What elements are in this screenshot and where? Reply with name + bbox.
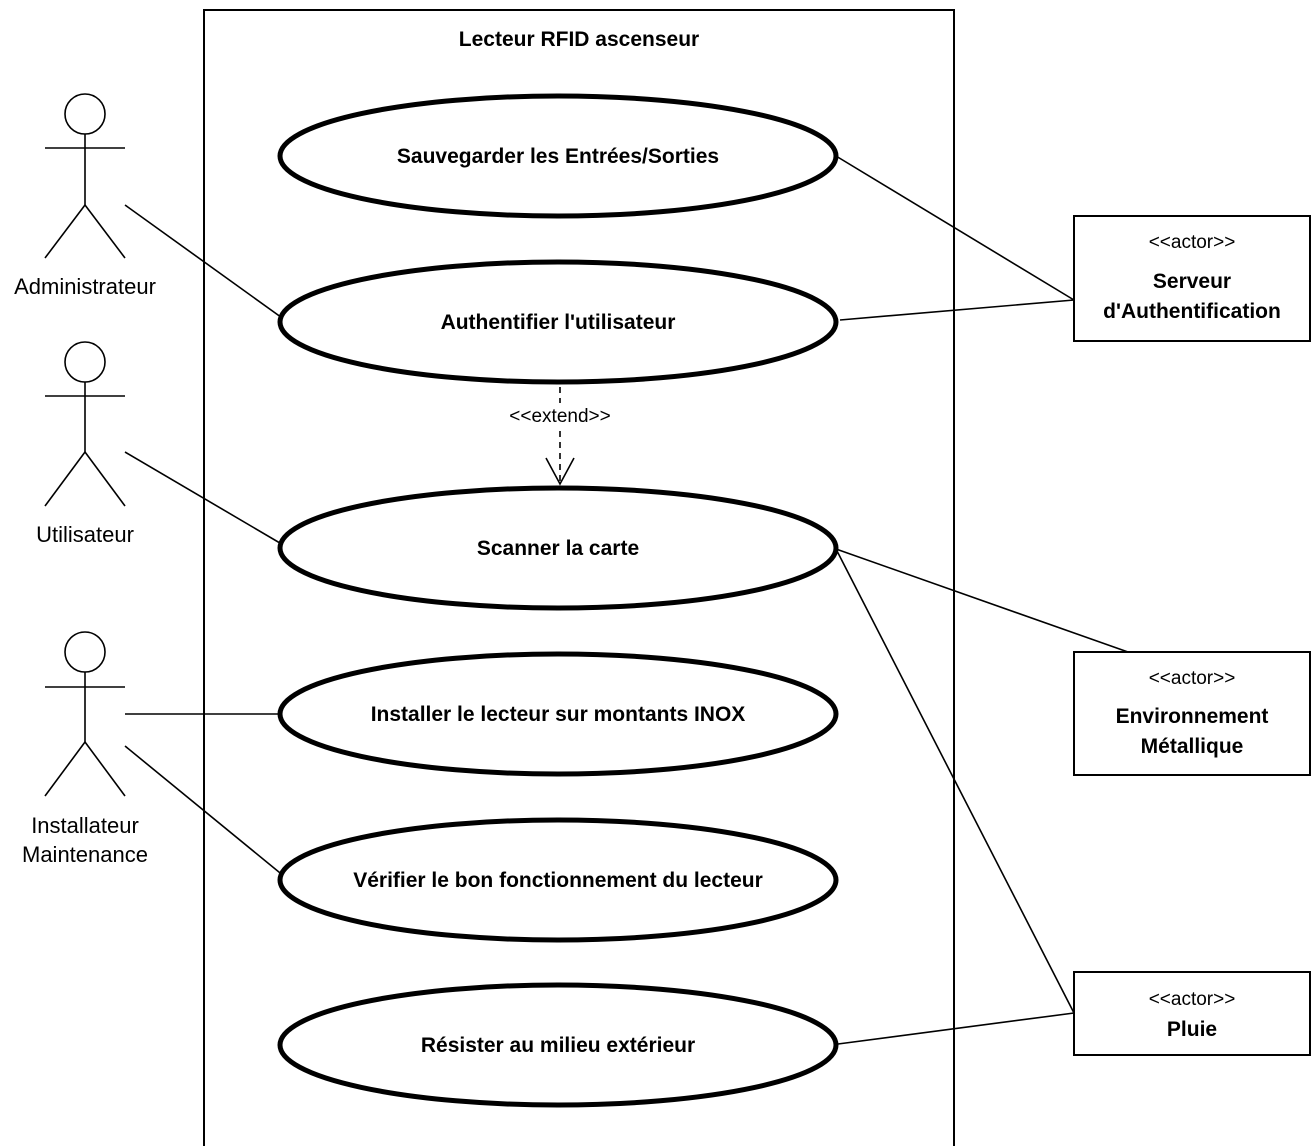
use-case-label: Sauvegarder les Entrées/Sorties — [397, 145, 719, 168]
use-case-label: Scanner la carte — [477, 537, 639, 560]
use-case-label: Installer le lecteur sur montants INOX — [371, 703, 746, 726]
actor-utilisateur — [44, 341, 126, 507]
actor-leg-right — [84, 741, 126, 797]
actor-box — [1073, 651, 1311, 776]
use-case-ellipse — [277, 485, 839, 611]
extend-arrowhead — [545, 457, 575, 486]
assoc-save-server — [835, 155, 1075, 301]
actor-box — [1073, 215, 1311, 342]
actor-box — [1073, 971, 1311, 1056]
extend-relation — [545, 387, 575, 486]
use-case-label: Résister au milieu extérieur — [421, 1034, 695, 1057]
use-case-ellipse — [277, 93, 839, 219]
external-actor-server: <<actor>> Serveur d'Authentification — [1073, 215, 1311, 342]
use-case-auth: Authentifier l'utilisateur — [277, 259, 839, 385]
assoc-auth-server — [839, 299, 1075, 321]
actor-name-line2: d'Authentification — [1103, 300, 1281, 323]
actor-label-administrateur: Administrateur — [14, 274, 156, 299]
system-boundary — [203, 9, 955, 1146]
actor-head — [64, 341, 106, 383]
assoc-scan-metal — [835, 548, 1129, 653]
system-title: Lecteur RFID ascenseur — [459, 28, 699, 51]
use-case-ellipse — [277, 259, 839, 385]
assoc-installer-verify — [124, 745, 286, 878]
actor-label-installateur-line2: Maintenance — [22, 842, 148, 867]
assoc-admin-auth — [124, 204, 286, 321]
external-actor-rain: <<actor>> Pluie — [1073, 971, 1311, 1056]
actor-leg-left — [44, 451, 86, 507]
use-case-verify: Vérifier le bon fonctionnement du lecteu… — [277, 817, 839, 943]
actor-installateur — [44, 631, 126, 797]
external-actor-metal: <<actor>> Environnement Métallique — [1073, 651, 1311, 776]
use-case-ellipse — [277, 982, 839, 1108]
actor-leg-right — [84, 451, 126, 507]
assoc-scan-rain — [835, 548, 1075, 1014]
use-case-label: Vérifier le bon fonctionnement du lecteu… — [353, 869, 763, 892]
use-case-scan: Scanner la carte — [277, 485, 839, 611]
use-case-install: Installer le lecteur sur montants INOX — [277, 651, 839, 777]
actor-head — [64, 631, 106, 673]
actor-name-line2: Métallique — [1141, 735, 1244, 758]
actor-leg-left — [44, 741, 86, 797]
use-case-label: Authentifier l'utilisateur — [441, 311, 676, 334]
use-case-ellipse — [277, 651, 839, 777]
extend-label-bg — [500, 403, 620, 427]
use-case-save: Sauvegarder les Entrées/Sorties — [277, 93, 839, 219]
actor-name-line1: Environnement — [1116, 705, 1269, 728]
actor-administrateur — [44, 93, 126, 259]
actor-stereotype: <<actor>> — [1149, 668, 1236, 689]
assoc-resist-rain — [837, 1012, 1075, 1045]
actor-leg-right — [84, 204, 126, 259]
actor-name-line1: Pluie — [1167, 1018, 1217, 1041]
actor-stereotype: <<actor>> — [1149, 232, 1236, 253]
associations — [124, 155, 1129, 1045]
actor-leg-left — [44, 204, 86, 259]
use-case-resist: Résister au milieu extérieur — [277, 982, 839, 1108]
actor-name-line1: Serveur — [1153, 270, 1231, 293]
actor-label-installateur-line1: Installateur — [31, 813, 139, 838]
actor-stereotype: <<actor>> — [1149, 989, 1236, 1010]
actor-label-utilisateur: Utilisateur — [36, 522, 134, 547]
actor-head — [64, 93, 106, 135]
use-case-ellipse — [277, 817, 839, 943]
extend-label: <<extend>> — [509, 406, 610, 427]
assoc-user-scan — [124, 451, 286, 547]
